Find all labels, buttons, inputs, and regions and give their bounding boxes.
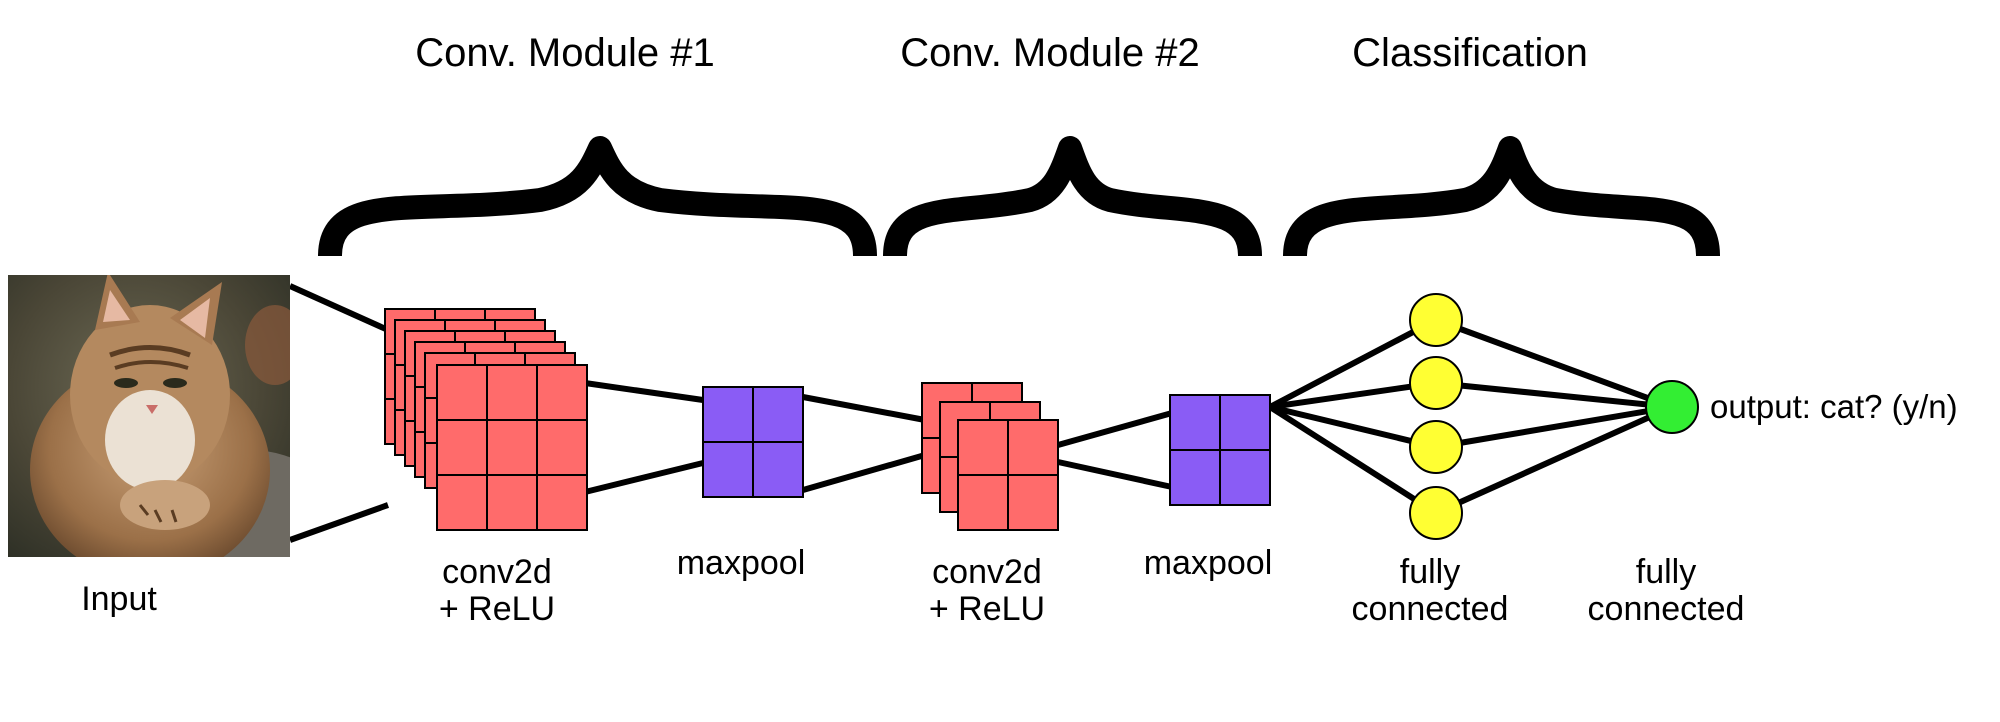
- pool2-label: maxpool: [1144, 544, 1273, 582]
- conv1-label-line1: conv2d: [442, 553, 552, 591]
- fc1-node-3: [1409, 420, 1463, 474]
- edge-fc1-4-output: [1434, 404, 1674, 516]
- brace-classification: [1283, 136, 1720, 257]
- conv2-label-line1: conv2d: [932, 553, 1042, 591]
- conv2-map-3: [957, 419, 1059, 531]
- edge-pool2-fc1-2: [1269, 380, 1437, 410]
- pool2-block: [1169, 394, 1271, 506]
- fc1-label-line2: connected: [1352, 590, 1509, 628]
- edge-fc1-2-output: [1435, 380, 1673, 410]
- edge-conv2-pool2-bottom: [1057, 459, 1173, 490]
- edge-pool1-conv2-top: [802, 394, 926, 423]
- input-label: Input: [81, 580, 157, 618]
- conv1-feature-maps: [384, 308, 588, 531]
- brace-conv-module-1: [318, 136, 877, 257]
- edge-input-conv1-bottom: [288, 502, 390, 543]
- edge-conv1-pool1-top: [584, 380, 704, 403]
- edge-pool2-fc1-1: [1268, 317, 1438, 410]
- fc2-label-line1: fully: [1636, 553, 1696, 591]
- fc1-node-2: [1409, 356, 1463, 410]
- connections: [288, 283, 1674, 543]
- edge-pool2-fc1-3: [1269, 404, 1437, 450]
- edge-conv2-pool2-top: [1057, 410, 1173, 448]
- brace-conv-module-2: [883, 136, 1262, 257]
- output-label: output: cat? (y/n): [1710, 388, 1958, 425]
- edge-fc1-1-output: [1434, 317, 1674, 410]
- conv1-map-6: [436, 364, 588, 531]
- edge-fc1-3-output: [1435, 404, 1673, 450]
- conv2-feature-maps: [921, 382, 1059, 531]
- pool1-block: [702, 386, 804, 498]
- fc1-node-4: [1409, 486, 1463, 540]
- conv2-label-line2: + ReLU: [929, 590, 1045, 628]
- section-title-classification: Classification: [1352, 31, 1588, 75]
- conv1-label-line2: + ReLU: [439, 590, 555, 628]
- fc2-label-line2: connected: [1588, 590, 1745, 628]
- section-title-conv-module-2: Conv. Module #2: [900, 31, 1199, 75]
- edge-input-conv1-top: [288, 283, 390, 333]
- input-image: [8, 275, 290, 557]
- edge-pool1-conv2-bottom: [802, 452, 926, 493]
- fc1-node-1: [1409, 293, 1463, 347]
- pool1-label: maxpool: [677, 544, 806, 582]
- fc1-nodes: [1409, 293, 1463, 540]
- edge-pool2-fc1-4: [1268, 404, 1438, 516]
- edge-conv1-pool1-bottom: [584, 460, 704, 495]
- output-node: [1645, 380, 1699, 434]
- fc1-label-line1: fully: [1400, 553, 1460, 591]
- section-title-conv-module-1: Conv. Module #1: [415, 31, 714, 75]
